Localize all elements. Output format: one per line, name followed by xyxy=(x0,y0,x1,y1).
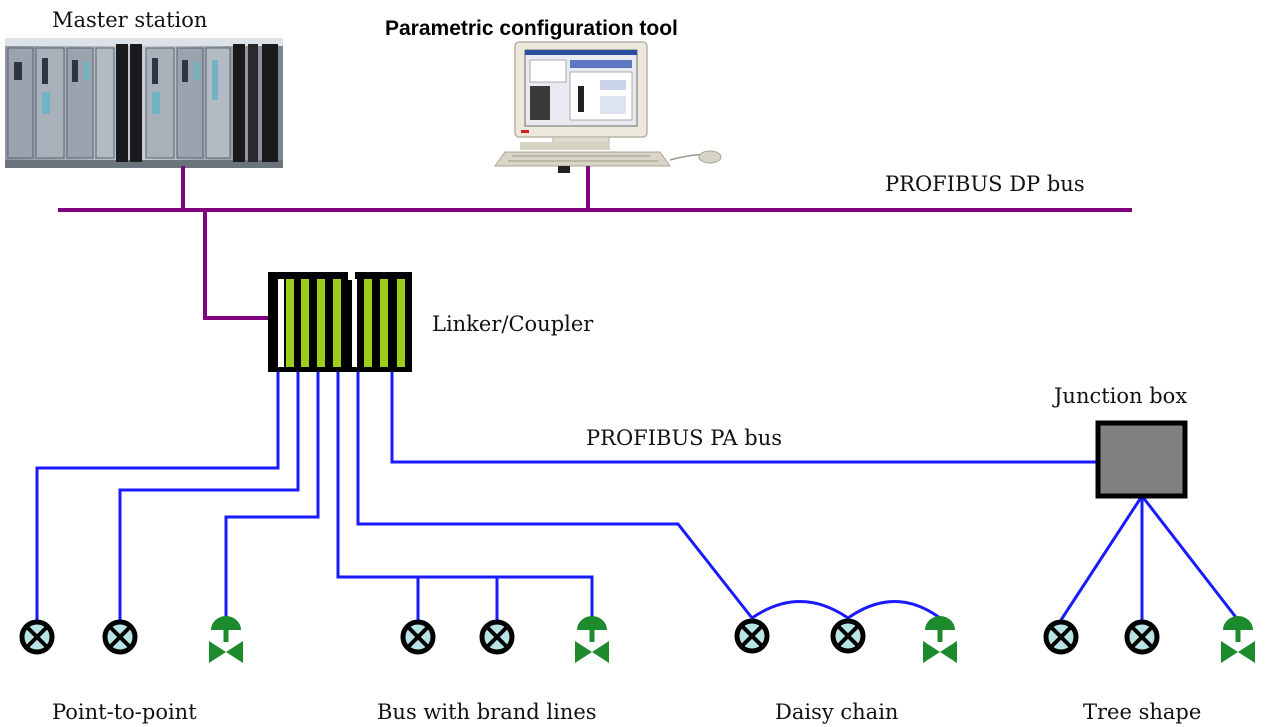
pa-line-p2p-3 xyxy=(224,372,320,618)
valve-icon xyxy=(575,616,609,663)
config-tool-label: Parametric configuration tool xyxy=(385,17,678,40)
pa-bus-label: PROFIBUS PA bus xyxy=(586,426,782,450)
coupler-device xyxy=(268,272,412,372)
bus-branch-label: Bus with brand lines xyxy=(377,700,597,724)
group-bus-branch xyxy=(403,616,609,663)
pa-line-p2p-1 xyxy=(35,372,280,622)
instrument-icon xyxy=(833,621,863,651)
instrument-icon xyxy=(737,621,767,651)
coupler-label: Linker/Coupler xyxy=(432,312,594,336)
master-station-label: Master station xyxy=(52,8,207,32)
pa-tree-1 xyxy=(1059,495,1144,621)
point-to-point-label: Point-to-point xyxy=(52,700,197,724)
dp-drop-coupler xyxy=(203,208,272,320)
pa-tree-3 xyxy=(1140,495,1240,621)
valve-icon xyxy=(923,616,957,663)
group-point-to-point xyxy=(22,616,243,663)
pa-line-p2p-2 xyxy=(118,372,300,622)
pa-daisy-link-2 xyxy=(847,600,941,620)
instrument-icon xyxy=(482,622,512,652)
pa-bus-line xyxy=(390,372,1098,464)
instrument-icon xyxy=(105,622,135,652)
pa-trunk-branch xyxy=(336,372,594,618)
group-tree xyxy=(1046,616,1255,663)
configuration-pc-image xyxy=(494,41,722,173)
junction-box-label: Junction box xyxy=(1052,384,1187,408)
pa-daisy-feed xyxy=(356,372,754,619)
instrument-icon xyxy=(1046,622,1076,652)
pa-daisy-link-1 xyxy=(751,600,849,620)
valve-icon xyxy=(209,616,243,663)
group-daisy-chain xyxy=(737,616,957,663)
daisy-chain-label: Daisy chain xyxy=(775,700,898,724)
instrument-icon xyxy=(1127,622,1157,652)
instrument-icon xyxy=(22,622,52,652)
dp-bus-label: PROFIBUS DP bus xyxy=(885,172,1085,196)
junction-box xyxy=(1095,420,1188,499)
tree-shape-label: Tree shape xyxy=(1083,700,1201,724)
master-station-image xyxy=(5,38,283,168)
instrument-icon xyxy=(403,622,433,652)
valve-icon xyxy=(1221,616,1255,663)
